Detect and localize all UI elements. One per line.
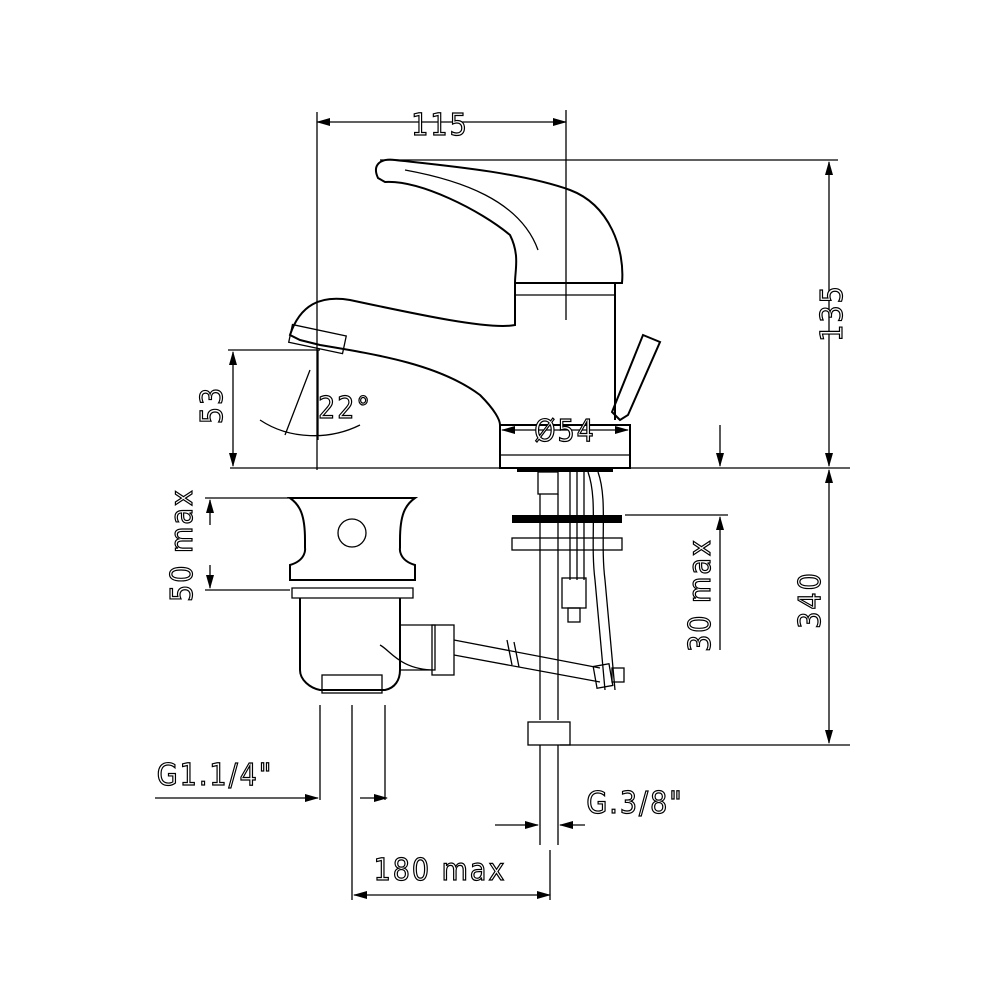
popup-lever — [610, 333, 662, 422]
dim-rod-length: 180 max — [374, 853, 507, 888]
dim-base-diameter: Ø54 — [534, 414, 596, 449]
dim-width-top: 115 — [411, 108, 469, 143]
dim-deck-thickness: 30 max — [683, 538, 718, 652]
dim-hose-length: 340 — [793, 571, 828, 629]
dim-spout-angle: 22° — [318, 391, 372, 426]
dim-height-total: 135 — [815, 284, 850, 342]
waste-drain — [286, 497, 601, 900]
dim-supply-thread: G.3/8" — [586, 786, 683, 821]
dim-spout-height: 53 — [195, 386, 230, 424]
dimension-lines — [155, 110, 850, 900]
faucet-body — [287, 158, 662, 469]
lever-handle — [375, 158, 624, 284]
dim-drain-thread: G1.1/4" — [157, 758, 274, 793]
under-deck-fittings — [511, 468, 625, 845]
dim-drain-range: 50 max — [165, 488, 200, 602]
